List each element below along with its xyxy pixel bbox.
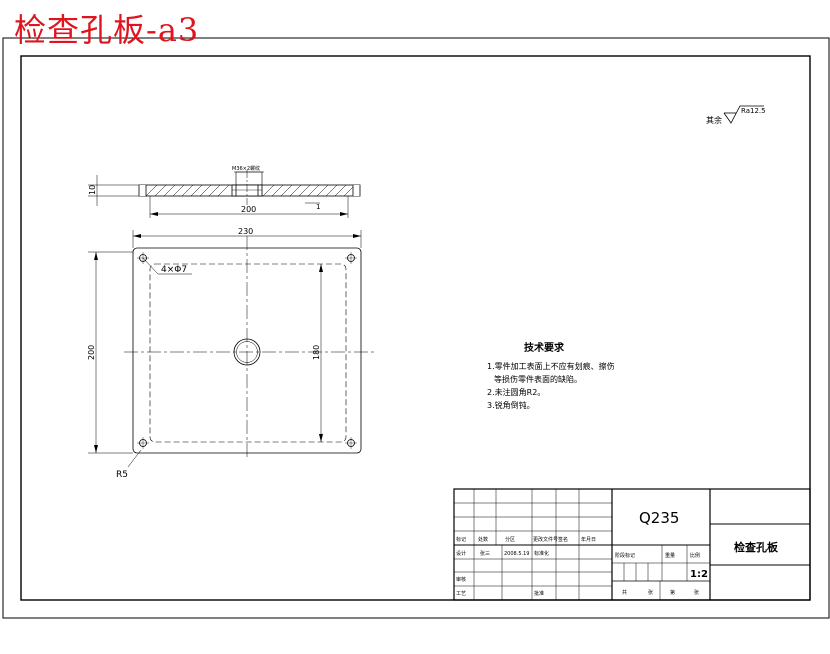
title-block <box>453 488 811 601</box>
row-std: 标准化 <box>534 550 549 557</box>
plan-width-label: 230 <box>238 227 253 236</box>
plan-radius-label: R5 <box>116 470 128 480</box>
rev-header-sign: 签名 <box>558 536 568 543</box>
sheet-total-unit: 张 <box>648 589 653 596</box>
inner-frame <box>20 55 811 601</box>
part-name: 检查孔板 <box>734 540 779 554</box>
corner-holes <box>137 252 357 449</box>
watermark-title: 检查孔板-a3 <box>14 11 200 49</box>
plan-height-label: 200 <box>87 345 96 360</box>
section-hatching <box>145 184 356 197</box>
roughness-symbol: 其余 Ra12.5 <box>706 105 766 125</box>
plan-inner-height-label: 180 <box>312 345 321 360</box>
tech-requirements: 技术要求 1.零件加工表面上不应有划痕、擦伤 等损伤零件表面的缺陷。 2.未注圆… <box>487 341 615 410</box>
row-design-date: 2008.5.19 <box>504 551 529 557</box>
sign-rows: 设计 张三 2008.5.19 标准化 审核 工艺 批准 <box>456 550 549 597</box>
roughness-value: Ra12.5 <box>741 107 766 115</box>
scale-value: 1:2 <box>690 569 708 580</box>
stage-header-mark: 阶段标记 <box>615 552 635 559</box>
row-approve: 批准 <box>534 590 544 597</box>
sheet-total-label: 共 <box>622 589 627 596</box>
row-design: 设计 <box>456 550 466 557</box>
roughness-prefix: 其余 <box>706 115 722 125</box>
inner-hidden-outline <box>149 263 347 443</box>
outer-frame <box>2 37 830 619</box>
sheet-index-unit: 张 <box>694 589 699 596</box>
row-check: 审核 <box>456 576 466 583</box>
sheet-index-label: 第 <box>670 589 675 596</box>
rev-header-count: 处数 <box>478 536 488 543</box>
rev-header-date: 年月日 <box>581 536 596 543</box>
row-design-sign: 张三 <box>480 550 490 557</box>
rev-header-mark: 标记 <box>456 536 466 543</box>
side-thickness-label: 10 <box>88 185 97 195</box>
plan-view <box>88 230 376 468</box>
side-hole-callout: M36×2螺纹 <box>232 165 260 172</box>
rev-header-zone: 分区 <box>505 536 515 543</box>
tech-item-3: 2.未注圆角R2。 <box>487 387 545 397</box>
sheet-count-row: 共 张 第 张 <box>622 589 699 596</box>
stage-header-row: 阶段标记 重量 比例 <box>615 552 700 559</box>
tech-title: 技术要求 <box>524 341 565 354</box>
center-hole <box>233 338 261 366</box>
stage-header-scale: 比例 <box>690 552 700 559</box>
plan-hole-callout: 4×Φ7 <box>161 265 187 275</box>
side-view <box>88 170 367 218</box>
rev-header-doc: 更改文件号 <box>533 536 558 543</box>
stage-header-weight: 重量 <box>665 552 675 559</box>
rev-header-row: 标记 处数 分区 更改文件号 签名 年月日 <box>456 536 596 543</box>
side-width-label: 200 <box>241 205 256 214</box>
tech-item-2: 等损伤零件表面的缺陷。 <box>494 374 582 384</box>
side-right-marker: 1 <box>316 203 320 211</box>
row-craft: 工艺 <box>456 591 466 597</box>
material-label: Q235 <box>639 509 679 527</box>
tech-item-1: 1.零件加工表面上不应有划痕、擦伤 <box>487 361 615 371</box>
tech-item-4: 3.锐角倒钝。 <box>487 400 535 410</box>
